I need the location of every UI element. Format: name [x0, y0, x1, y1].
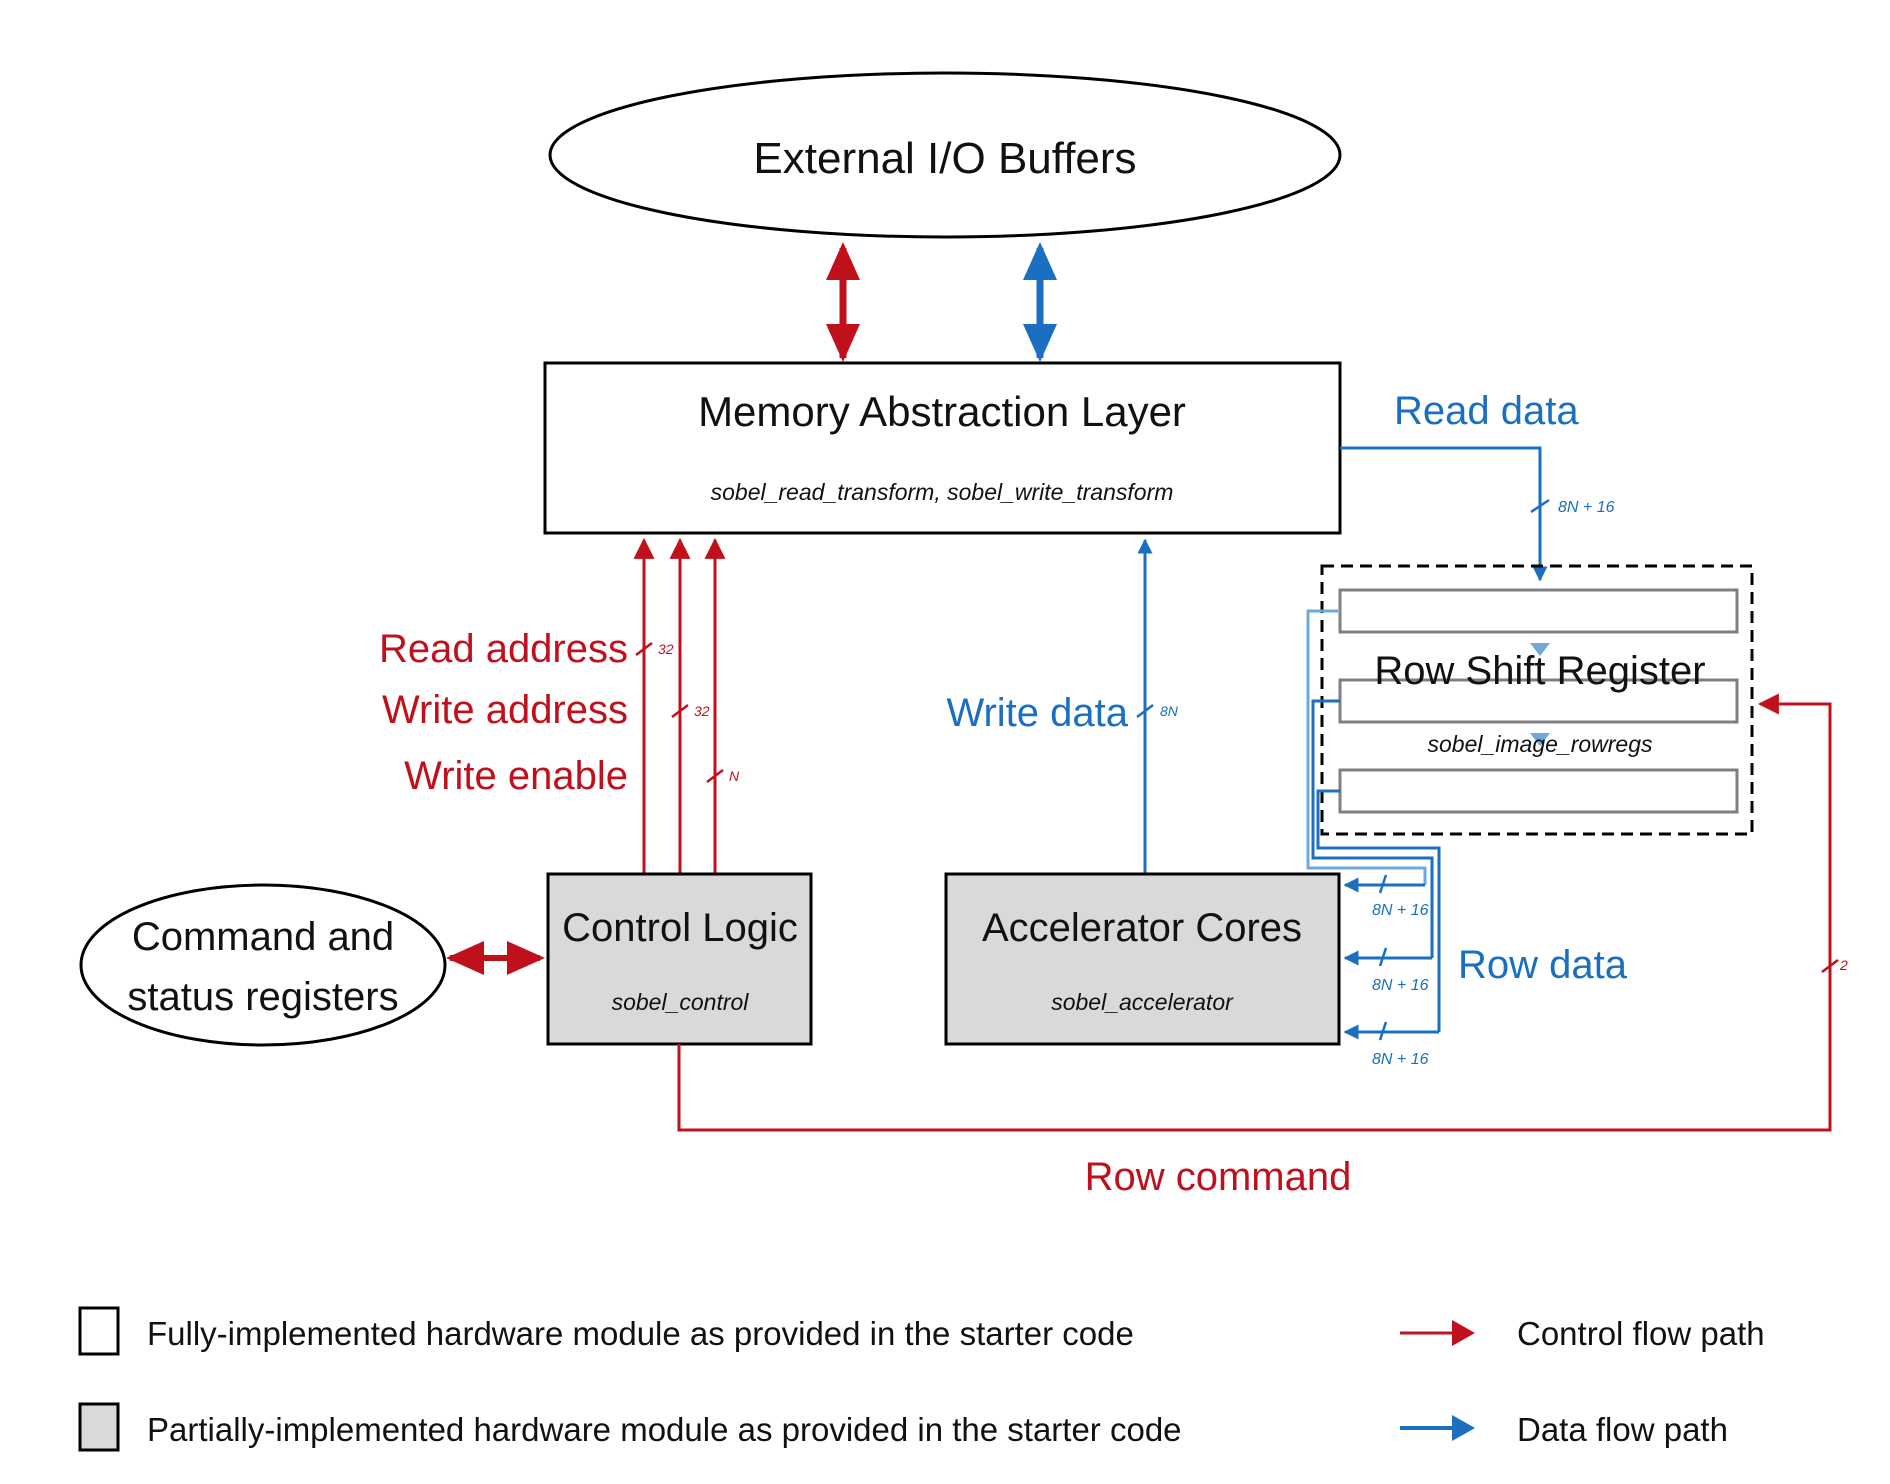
row-command-label: Row command — [1085, 1155, 1352, 1199]
read-data-label: Read data — [1394, 389, 1579, 433]
row-data-width-1: 8N + 16 — [1372, 902, 1429, 919]
write-address-label: Write address — [382, 688, 628, 732]
row-shift-register-subtitle: sobel_image_rowregs — [1427, 731, 1653, 757]
row-data-width-2: 8N + 16 — [1372, 977, 1429, 994]
write-enable-width: N — [729, 768, 740, 784]
write-enable-label: Write enable — [404, 754, 628, 798]
legend-partial-swatch — [78, 1402, 120, 1452]
legend-data-text: Data flow path — [1517, 1411, 1728, 1448]
row-shift-register-title: Row Shift Register — [1374, 649, 1705, 693]
write-data-width: 8N — [1160, 703, 1179, 719]
read-address-label: Read address — [379, 627, 628, 671]
legend-data-arrow — [1400, 1415, 1475, 1441]
accelerator-cores-title: Accelerator Cores — [982, 906, 1302, 950]
control-logic-node: Control Logic sobel_control — [546, 872, 813, 1046]
legend-partial-text: Partially-implemented hardware module as… — [147, 1411, 1182, 1448]
command-status-registers-node: Command and status registers — [79, 883, 447, 1047]
memory-abstraction-layer-node: Memory Abstraction Layer sobel_read_tran… — [543, 361, 1342, 535]
row-data-path: 8N + 16 8N + 16 8N + 16 Row data — [1306, 609, 1628, 1068]
io-mal-data-arrow — [1023, 242, 1057, 362]
row-data-label: Row data — [1458, 943, 1628, 987]
legend-full-swatch — [78, 1306, 120, 1356]
row-command-path: 2 Row command — [677, 693, 1848, 1199]
command-status-line2: status registers — [127, 975, 398, 1019]
command-status-line1: Command and — [132, 915, 394, 959]
write-address-width: 32 — [694, 703, 710, 719]
external-io-buffers-label: External I/O Buffers — [753, 134, 1136, 183]
cmd-control-arrow — [446, 941, 545, 975]
control-to-mal-signals: 32 32 N Read address Write address Write… — [379, 537, 740, 873]
row-shift-register-node: Row Shift Register sobel_image_rowregs — [1320, 564, 1754, 836]
read-address-width: 32 — [658, 641, 674, 657]
write-data-label: Write data — [946, 691, 1128, 735]
mal-title: Memory Abstraction Layer — [698, 388, 1186, 435]
row-data-width-3: 8N + 16 — [1372, 1051, 1429, 1068]
read-data-width: 8N + 16 — [1558, 499, 1615, 516]
legend: Fully-implemented hardware module as pro… — [78, 1306, 1765, 1452]
legend-control-text: Control flow path — [1517, 1315, 1765, 1352]
io-mal-control-arrow — [826, 242, 860, 362]
row-command-width: 2 — [1839, 957, 1848, 973]
write-data-path: 8N Write data — [946, 538, 1179, 873]
accelerator-cores-subtitle: sobel_accelerator — [1051, 989, 1234, 1015]
control-logic-title: Control Logic — [562, 906, 798, 950]
external-io-buffers-node: External I/O Buffers — [548, 71, 1342, 239]
accelerator-cores-node: Accelerator Cores sobel_accelerator — [944, 872, 1341, 1046]
legend-control-arrow — [1400, 1320, 1475, 1346]
legend-full-text: Fully-implemented hardware module as pro… — [147, 1315, 1134, 1352]
control-logic-subtitle: sobel_control — [612, 989, 750, 1015]
read-data-path: Read data 8N + 16 — [1340, 389, 1615, 582]
mal-subtitle: sobel_read_transform, sobel_write_transf… — [711, 479, 1174, 505]
